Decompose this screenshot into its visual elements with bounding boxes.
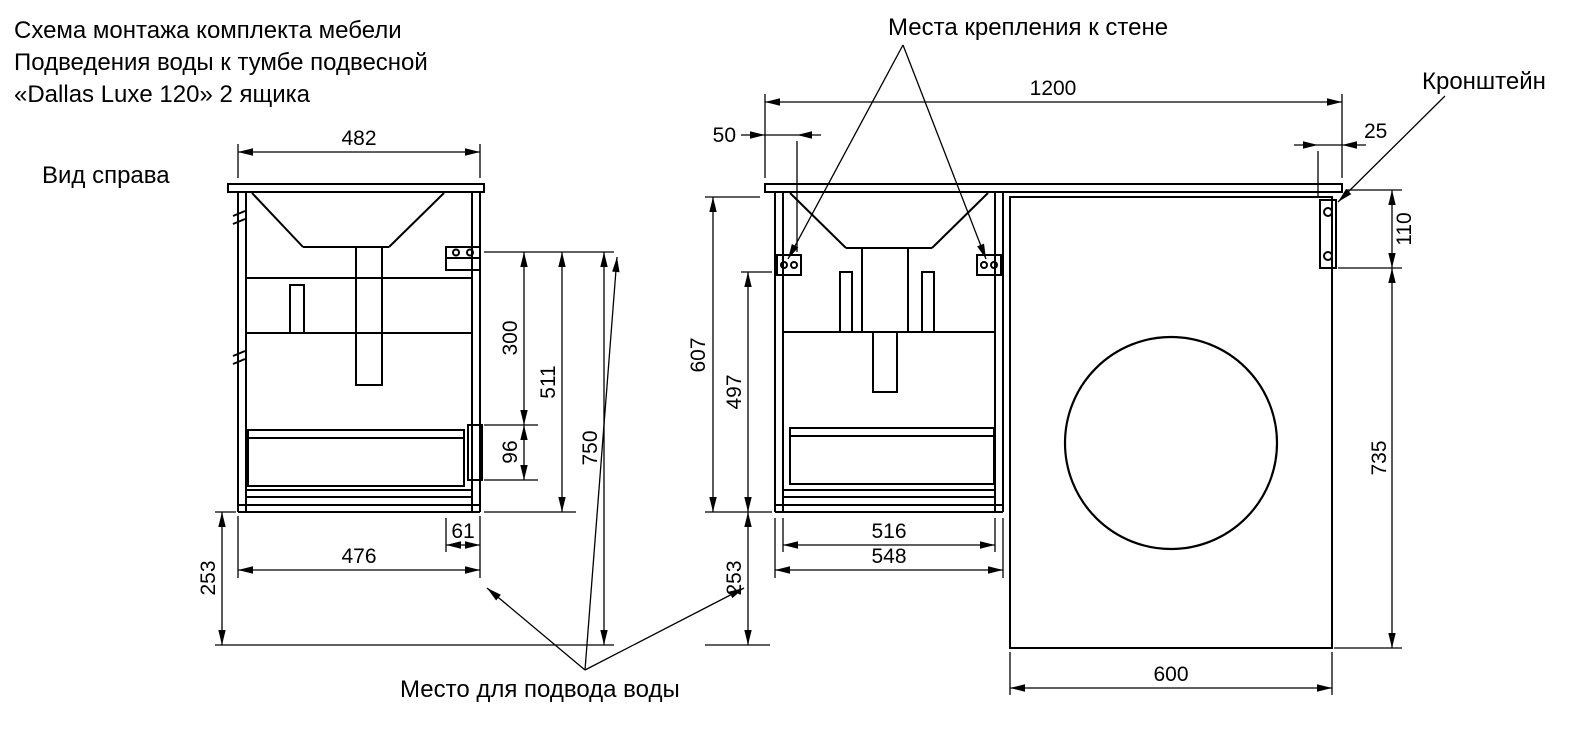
side-drain-pipe — [355, 246, 383, 386]
dim-600: 600 — [1009, 652, 1333, 695]
dim-516: 516 — [782, 518, 996, 552]
dim-476: 476 — [237, 516, 480, 578]
dim-25-value: 25 — [1364, 120, 1387, 143]
dim-600-value: 600 — [1153, 663, 1188, 686]
side-water-box — [467, 424, 483, 481]
dim-607-value: 607 — [687, 337, 710, 372]
front-edge-notch-top — [232, 210, 246, 225]
dim-516-value: 516 — [871, 520, 906, 543]
dim-253-side: 253 — [197, 511, 614, 646]
front-drawer-slide-left — [839, 271, 853, 333]
dim-497-value: 497 — [723, 374, 746, 409]
title-line-3: «Dallas Luxe 120» 2 ящика — [14, 81, 311, 108]
front-fixing-bracket-right — [976, 254, 1002, 276]
dim-300: 300 — [484, 251, 614, 426]
front-lower-drawer — [789, 427, 995, 485]
dim-497: 497 — [723, 271, 772, 512]
washer-door — [1063, 335, 1279, 551]
water-supply-label: Место для подвода воды — [400, 676, 680, 703]
dim-750-value: 750 — [579, 430, 602, 465]
dim-96: 96 — [484, 425, 538, 481]
side-view — [227, 183, 485, 513]
side-sink — [251, 192, 445, 248]
wall-mount-label: Места крепления к стене — [888, 14, 1168, 41]
dim-482: 482 — [237, 127, 481, 178]
title-line-1: Схема монтажа комплекта мебели — [14, 17, 402, 44]
washer-body — [1009, 196, 1333, 649]
dim-548-value: 548 — [871, 545, 906, 568]
dim-96-value: 96 — [499, 440, 522, 463]
side-fixing-bracket — [445, 246, 481, 271]
dim-735-value: 735 — [1368, 440, 1391, 475]
dim-50: 50 — [713, 124, 821, 252]
front-drawer-slide-right — [921, 271, 935, 333]
front-drain-pipe — [872, 331, 898, 393]
dim-61: 61 — [445, 516, 481, 578]
leader-water-supply — [486, 256, 745, 671]
dim-61-value: 61 — [451, 520, 474, 543]
leader-bracket — [1337, 95, 1446, 203]
front-drain-top — [861, 247, 909, 333]
dim-482-value: 482 — [341, 127, 376, 150]
dim-750: 750 — [579, 252, 608, 645]
title-line-2: Подведения воды к тумбе подвесной — [14, 49, 428, 76]
side-countertop — [227, 183, 485, 193]
dim-50-value: 50 — [713, 124, 736, 147]
dim-607: 607 — [687, 196, 772, 513]
dim-511: 511 — [484, 252, 576, 513]
leader-wall-mount — [787, 44, 987, 260]
front-edge-notch-bottom — [232, 350, 246, 365]
dim-476-value: 476 — [341, 545, 376, 568]
dim-25: 25 — [1294, 120, 1387, 197]
dim-1200: 1200 — [764, 77, 1343, 178]
title-block: Схема монтажа комплекта мебели Подведени… — [14, 17, 428, 108]
dim-511-value: 511 — [537, 365, 560, 398]
dim-253-front-value: 253 — [723, 560, 746, 595]
side-lower-drawer — [247, 429, 465, 487]
dim-300-value: 300 — [499, 320, 522, 355]
bracket-label: Кронштейн — [1422, 68, 1546, 95]
front-view — [764, 183, 1343, 513]
dim-110: 110 — [1338, 189, 1416, 269]
side-view-label: Вид справа — [42, 162, 170, 189]
dim-253-side-value: 253 — [197, 560, 220, 595]
front-countertop — [764, 183, 1343, 193]
dim-548: 548 — [774, 518, 1004, 578]
wall-bracket — [1319, 199, 1337, 269]
dim-110-value: 110 — [1393, 212, 1416, 245]
washing-machine — [1009, 196, 1333, 649]
side-drawer-slide — [289, 284, 305, 334]
dim-1200-value: 1200 — [1030, 77, 1077, 100]
dim-735: 735 — [1334, 268, 1402, 649]
dim-253-front: 253 — [705, 512, 770, 646]
